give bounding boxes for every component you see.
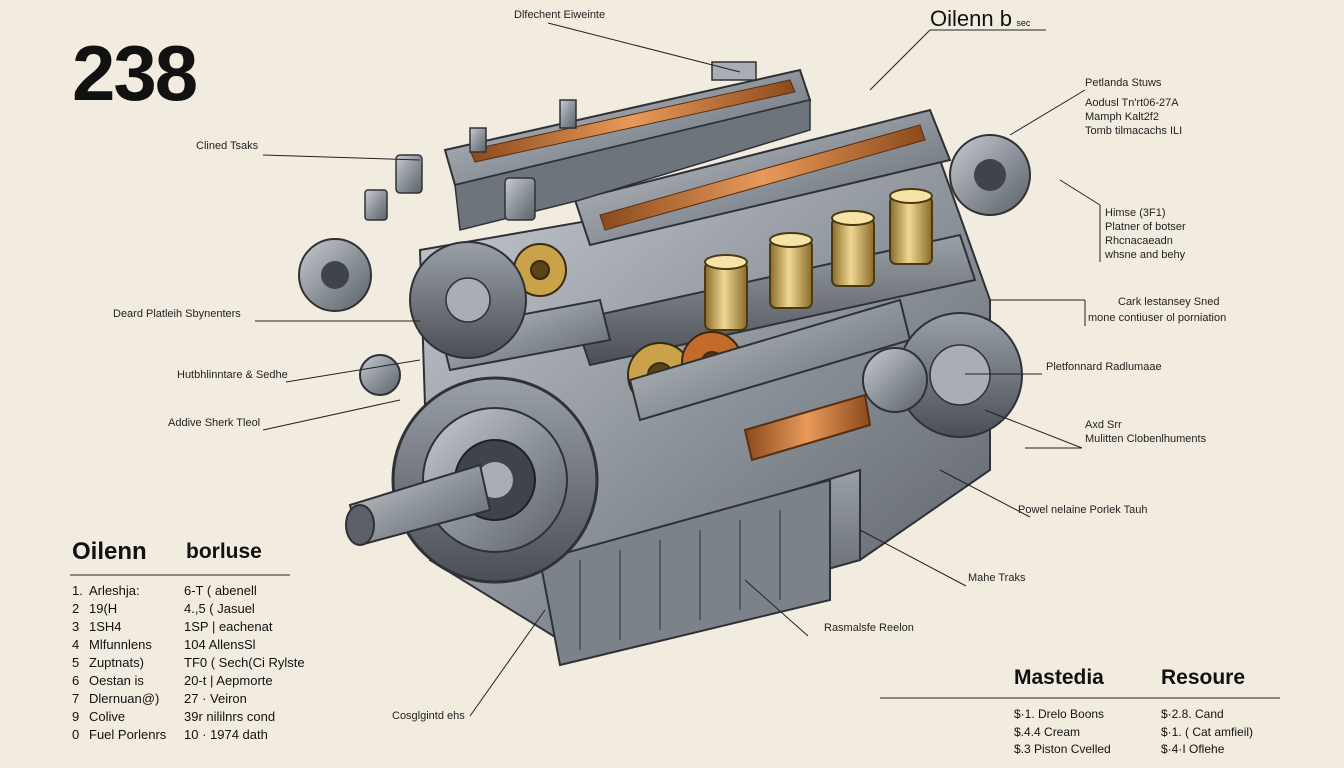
front-pulley xyxy=(345,376,599,584)
rear-housing xyxy=(862,134,1031,438)
spec-header: Oilenn borluse xyxy=(72,538,372,566)
spec-name: Zuptnats) xyxy=(89,655,144,670)
title-text: Oilenn b xyxy=(930,6,1012,31)
spec-name: 19(H xyxy=(89,601,118,616)
callout-right-3: Pletfonnard Radlumaae xyxy=(1046,361,1162,373)
spec-numbers: 1. 2 3 4 5 6 7 9 0 xyxy=(72,582,83,744)
spec-value: 20-t | Aepmorte xyxy=(184,673,273,688)
callout-left-2: Deard Platleih Sbynenters xyxy=(113,308,241,320)
spec-number: 3 xyxy=(72,619,80,634)
callout-left-1: Clined Tsaks xyxy=(196,140,259,152)
spec-name: 1SH4 xyxy=(89,619,122,634)
table-cell: $.4.4 Cream xyxy=(1014,724,1081,739)
callout-right-block-line: Mamph Kalt2f2 xyxy=(1085,111,1159,123)
callout-left-3: Hutbhlinntare & Sedhe xyxy=(177,369,288,381)
spec-value: 6-T ( abenell xyxy=(184,583,257,598)
spec-head-right: borluse xyxy=(186,540,262,563)
callout-right-block-line: Aodusl Tn'rt06-27A xyxy=(1085,97,1179,109)
page-title: Oilenn b sec xyxy=(930,6,1030,32)
table-cell: $·1. ( Cat amfieil) xyxy=(1161,724,1254,739)
title-suffix: sec xyxy=(1016,18,1031,28)
top-fittings xyxy=(364,99,577,221)
spec-values: 6-T ( abenell 4.,5 ( Jasuel 1SP | eachen… xyxy=(184,582,305,744)
table-head-right: Resoure xyxy=(1161,666,1246,689)
table-cell: $·4·I Oflehe xyxy=(1161,742,1225,756)
spec-name: Mlfunnlens xyxy=(89,637,152,652)
callout-right-1: Himse (3F1) Platner of botser Rhcnacaead… xyxy=(1105,206,1186,262)
spec-head-left: Oilenn xyxy=(72,538,147,565)
spec-number: 7 xyxy=(72,691,80,706)
callout-bottom-2: Cosglgintd ehs xyxy=(392,710,465,722)
callout-line: Himse (3F1) xyxy=(1105,207,1166,219)
top-label: Dlfechent Eiweinte xyxy=(514,9,606,21)
table-col-right: $·2.8. Cand $·1. ( Cat amfieil) $·4·I Of… xyxy=(1161,706,1253,759)
spec-number: 5 xyxy=(72,655,80,670)
cylinder-head xyxy=(443,61,952,247)
callout-bottom-1: Rasmalsfe Reelon xyxy=(824,622,914,634)
table-col-left: $·1. Drelo Boons $.4.4 Cream $.3 Piston … xyxy=(1014,706,1111,759)
callout-line: whsne and behy xyxy=(1105,249,1186,261)
table-cell: $·1. Drelo Boons xyxy=(1014,707,1105,721)
callout-right-block-line: Tomb tilmacachs ILI xyxy=(1085,125,1183,137)
callout-line: Mulitten Clobenlhuments xyxy=(1085,433,1207,445)
spec-value: 104 AllensSl xyxy=(184,637,256,652)
brass-pistons xyxy=(704,188,933,331)
callout-right-5: Powel nelaine Porlek Tauh xyxy=(1018,504,1148,516)
spec-value: 1SP | eachenat xyxy=(184,619,273,634)
table-head-left: Mastedia xyxy=(1014,666,1104,689)
spec-name: Oestan is xyxy=(89,673,144,688)
callout-right-4: Axd Srr Mulitten Clobenlhuments xyxy=(1085,418,1206,446)
spec-value: 10 · 1974 dath xyxy=(184,727,268,742)
spec-name: Colive xyxy=(89,709,126,724)
callout-line: Axd Srr xyxy=(1085,419,1122,431)
spec-name: Fuel Porlenrs xyxy=(89,727,167,742)
spec-value: TF0 ( Sech(Ci Rylste xyxy=(184,655,305,670)
callout-left-4: Addive Sherk Tleol xyxy=(168,417,261,429)
spec-name: Dlernuan@) xyxy=(89,691,160,706)
spec-number: 6 xyxy=(72,673,80,688)
callout-right-2: Cark lestansey Sned mone contiuser ol po… xyxy=(1088,295,1226,325)
callout-right-block-line: Petlanda Stuws xyxy=(1085,77,1162,89)
callout-line: mone contiuser ol porniation xyxy=(1088,312,1227,324)
copper-shaft xyxy=(743,393,872,462)
upper-pulley xyxy=(298,238,527,396)
spec-value: 27 · Veiron xyxy=(184,691,247,706)
callout-line: Cark lestansey Sned xyxy=(1118,296,1220,308)
spec-number: 1. xyxy=(72,583,83,598)
spec-name: Arleshja: xyxy=(89,583,140,598)
spec-names: Arleshja: 19(H 1SH4 Mlfunnlens Zuptnats)… xyxy=(89,582,166,744)
spec-number: 9 xyxy=(72,709,80,724)
leader-lines xyxy=(70,22,1280,717)
callout-right-6: Mahe Traks xyxy=(968,572,1026,584)
spec-number: 2 xyxy=(72,601,80,616)
spec-number: 4 xyxy=(72,637,80,652)
callout-right-block: Petlanda Stuws Aodusl Tn'rt06-27A Mamph … xyxy=(1085,76,1182,138)
spec-number: 0 xyxy=(72,727,80,742)
spec-value: 4.,5 ( Jasuel xyxy=(184,601,255,616)
engine-number: 238 xyxy=(72,29,198,117)
spec-value: 39r nililnrs cond xyxy=(184,709,276,724)
callout-line: Platner of botser xyxy=(1105,221,1186,233)
callout-line: Rhcnacaeadn xyxy=(1105,235,1173,247)
table-cell: $.3 Piston Cvelled xyxy=(1014,742,1111,756)
table-cell: $·2.8. Cand xyxy=(1161,707,1224,721)
